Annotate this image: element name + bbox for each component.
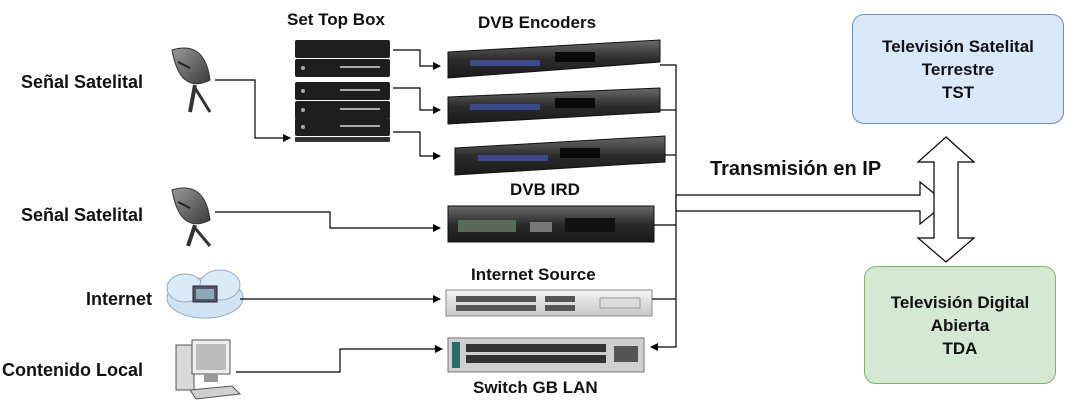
transmission-arrow (675, 180, 947, 226)
satellite-dish-icon (171, 187, 212, 247)
switch-device (447, 337, 645, 373)
bidirectional-arrow (916, 136, 976, 263)
tst-line-2: Terrestre (921, 59, 995, 79)
computer-icon (175, 339, 242, 400)
tst-line-3: TST (941, 82, 975, 102)
device-label-switch: Switch GB LAN (473, 378, 598, 397)
destination-tda-box: Televisión Digital Abierta TDA (864, 266, 1056, 384)
transmission-label: Transmisión en IP (710, 158, 882, 180)
source-label-local-content: Contenido Local (2, 360, 143, 380)
tst-line-1: Televisión Satelital (882, 36, 1034, 56)
satellite-dish-icon (171, 47, 212, 113)
dvb-encoder-unit (447, 87, 661, 125)
internet-source-device (445, 289, 653, 317)
set-top-box-stack (295, 40, 390, 142)
device-label-internet-source: Internet Source (471, 265, 596, 284)
tda-line-3: TDA (942, 338, 978, 358)
dvb-ird-unit (447, 205, 655, 243)
source-label-satellite: Señal Satelital (21, 72, 144, 92)
internet-cloud-icon (166, 269, 244, 319)
device-label-dvb-encoders: DVB Encoders (478, 13, 597, 32)
dvb-encoder-unit (454, 135, 666, 176)
connector-lines (215, 49, 677, 373)
tda-line-2: Abierta (930, 315, 990, 335)
source-label-internet: Internet (86, 289, 153, 309)
device-label-set-top-box: Set Top Box (287, 10, 385, 29)
dvb-encoder-unit (447, 39, 661, 79)
destination-tst-box: Televisión Satelital Terrestre TST (852, 14, 1064, 124)
source-label-satellite: Señal Satelital (21, 205, 144, 225)
device-label-dvb-ird: DVB IRD (510, 180, 580, 199)
tda-line-1: Televisión Digital (890, 292, 1030, 312)
